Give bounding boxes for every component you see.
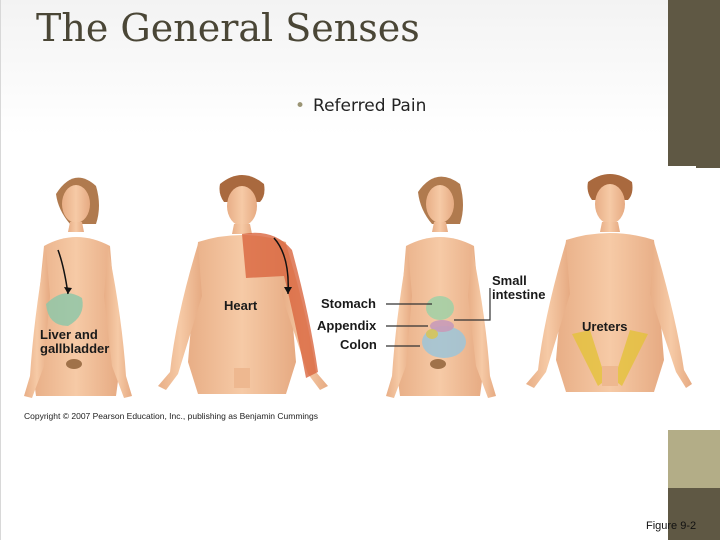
figure-copyright: Copyright © 2007 Pearson Education, Inc.… (24, 411, 319, 421)
sidebar-band-accent (668, 430, 720, 488)
bullet-item: • Referred Pain (295, 96, 426, 116)
label-ureters: Ureters (582, 319, 628, 334)
male-figure-heart (158, 175, 328, 394)
male-figure-ureters (526, 174, 692, 392)
label-colon: Colon (340, 337, 377, 352)
female-figure-abdomen (386, 176, 496, 398)
figure-caption: Figure 9-2 (646, 520, 697, 532)
label-appendix: Appendix (317, 318, 377, 333)
slide-title: The General Senses (36, 6, 420, 50)
label-heart: Heart (224, 298, 258, 313)
referred-pain-figure: Liver and gallbladder Heart Stomach Appe… (24, 166, 696, 428)
label-liver-gallbladder: Liver and gallbladder (40, 327, 110, 356)
sidebar-band-top (668, 0, 720, 168)
body-illustrations (24, 174, 692, 398)
label-small-intestine: Small intestine (492, 273, 546, 302)
label-stomach: Stomach (321, 296, 376, 311)
bullet-text: Referred Pain (313, 96, 427, 116)
bullet-dot-icon: • (295, 96, 306, 116)
sidebar-band-bottom (668, 488, 720, 540)
female-figure-liver (24, 177, 132, 398)
